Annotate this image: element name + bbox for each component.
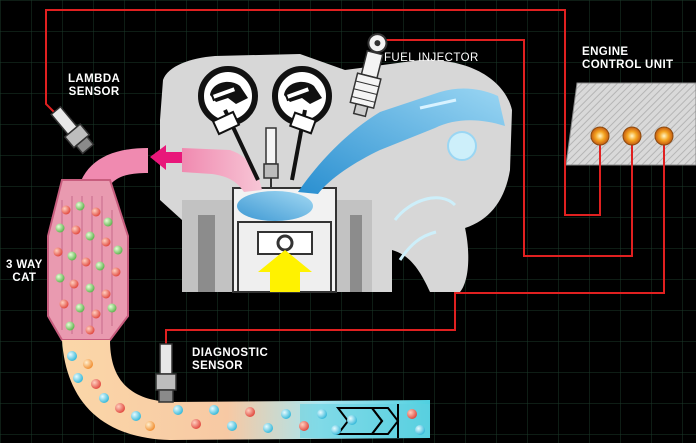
ecu-led: [622, 126, 642, 146]
wire-injector: [384, 39, 633, 257]
lambda-sensor-label: LAMBDA SENSOR: [68, 73, 120, 99]
piston-up-arrow: [258, 250, 312, 292]
spark-plug-icon: [263, 127, 279, 188]
ecu-led: [590, 126, 610, 146]
lambda-label-line1: LAMBDA: [68, 73, 121, 85]
fuel-injector-icon: [349, 33, 388, 118]
diag-label-line1: DIAGNOSTIC: [192, 347, 269, 359]
intake-port: [298, 88, 505, 261]
wire-lambda: [45, 9, 601, 216]
wire-diagnostic: [165, 138, 665, 345]
cat-particles: [53, 201, 123, 335]
ecu-connectors: [590, 126, 674, 146]
ecu-label-line2: CONTROL UNIT: [582, 59, 674, 71]
wiring: [45, 9, 665, 345]
exhaust-system: [47, 148, 430, 440]
diagnostic-sensor-icon: [155, 343, 177, 403]
fuel-injector-label: FUEL INJECTOR: [384, 52, 479, 65]
gas-particles: [53, 201, 425, 435]
exhaust-arrow: [150, 145, 182, 170]
fuel-injector-text: FUEL INJECTOR: [384, 52, 479, 64]
cat-label-line1: 3 WAY: [6, 259, 43, 271]
lambda-sensor-icon: [50, 105, 95, 155]
piston-pin: [276, 234, 294, 252]
lambda-label-line2: SENSOR: [68, 86, 120, 98]
exhaust-port: [150, 145, 262, 192]
cat-label-line2: CAT: [12, 272, 37, 284]
camshafts: [198, 66, 332, 181]
ecu-label: ENGINE CONTROL UNIT: [582, 46, 673, 72]
diag-label-line2: SENSOR: [192, 360, 243, 372]
ecu-label-line1: ENGINE: [582, 46, 629, 58]
diagnostic-sensor-label: DIAGNOSTIC SENSOR: [192, 347, 268, 373]
camshaft-icon: [272, 66, 332, 126]
pipe-particles: [67, 351, 425, 435]
three-way-cat-label: 3 WAY CAT: [6, 259, 43, 285]
ecu-led: [654, 126, 674, 146]
